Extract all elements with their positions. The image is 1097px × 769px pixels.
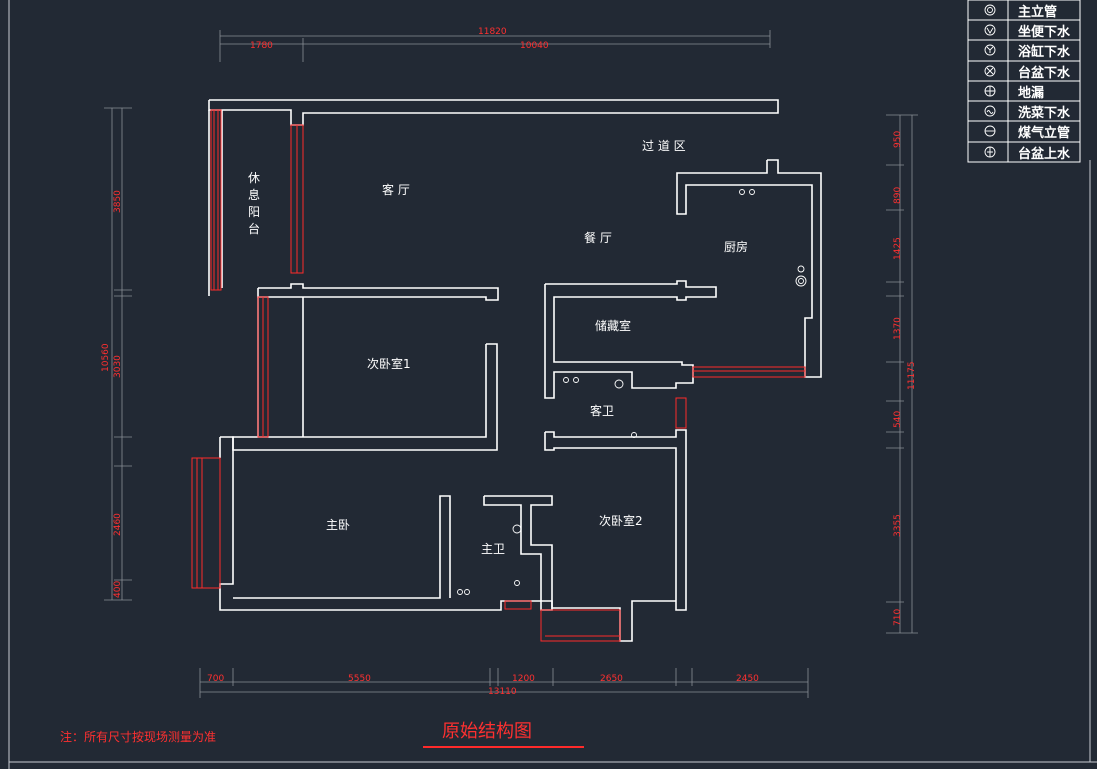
left-dimensions: 3850 3030 2460 400 10560 xyxy=(101,107,132,601)
room-label-master-bath: 主卫 xyxy=(481,542,505,556)
legend-label: 洗菜下水 xyxy=(1018,105,1071,121)
measurement-note: 注：所有尺寸按现场测量为准 xyxy=(60,729,216,744)
dim-left-total: 10560 xyxy=(101,343,111,372)
room-label-storage: 储藏室 xyxy=(595,318,631,333)
dim-top-b: 10040 xyxy=(520,41,549,51)
right-dimensions: 950 890 1425 1370 540 3355 710 11175 xyxy=(886,114,918,634)
y-circle-icon xyxy=(984,44,996,56)
dim-right: 3355 xyxy=(893,514,903,537)
room-label-living: 客 厅 xyxy=(382,182,410,197)
legend-label: 坐便下水 xyxy=(1018,24,1071,40)
room-label-balcony: 阳 xyxy=(248,205,260,219)
dim-bottom: 2650 xyxy=(600,674,623,684)
plus-circle-icon xyxy=(984,85,996,97)
legend-label: 浴缸下水 xyxy=(1018,44,1071,60)
legend-label: 台盆下水 xyxy=(1018,65,1071,81)
floor-drain-icon xyxy=(631,432,637,438)
dim-bottom-total: 13110 xyxy=(488,687,517,697)
room-label-master: 主卧 xyxy=(326,518,350,532)
legend-label: 地漏 xyxy=(1018,85,1044,101)
dim-bottom: 5550 xyxy=(348,674,371,684)
dim-right: 710 xyxy=(893,609,903,626)
legend-label: 主立管 xyxy=(1018,4,1057,20)
room-label-balcony: 休 xyxy=(248,171,260,185)
fixtures xyxy=(457,189,807,595)
dim-left: 400 xyxy=(113,581,123,598)
dim-bottom: 2450 xyxy=(736,674,759,684)
wave-circle-icon xyxy=(984,105,996,117)
floor-drain-icon xyxy=(514,580,520,586)
cross-circle-icon xyxy=(984,146,996,158)
room-label-balcony: 台 xyxy=(248,221,260,236)
room-label-balcony: 息 xyxy=(248,187,260,202)
floor-drain-icon xyxy=(457,589,470,595)
room-labels: 过 道 区 客 厅 休 息 阳 台 餐 厅 厨房 储藏室 次卧室1 客卫 主卧 … xyxy=(248,139,748,556)
dim-right: 540 xyxy=(893,411,903,428)
room-label-guest-bath: 客卫 xyxy=(590,403,614,418)
dim-left: 3030 xyxy=(113,355,123,378)
room-label-corridor: 过 道 区 xyxy=(642,139,686,153)
v-circle-icon xyxy=(984,24,996,36)
room-label-kitchen: 厨房 xyxy=(724,239,748,254)
dim-top-total: 11820 xyxy=(478,27,507,37)
legend-label: 煤气立管 xyxy=(1018,125,1070,141)
dim-bottom: 1200 xyxy=(512,674,535,684)
floor-drain-icon xyxy=(563,377,579,383)
room-label-dining: 餐 厅 xyxy=(584,230,612,245)
double-circle-icon xyxy=(984,4,996,16)
room-label-bedroom1: 次卧室1 xyxy=(367,356,411,371)
sink-drain-icon xyxy=(739,189,755,195)
dim-right-total: 11175 xyxy=(907,361,917,390)
toilet-drain-icon xyxy=(614,379,624,389)
dim-bottom: 700 xyxy=(207,674,224,684)
dim-right: 890 xyxy=(893,187,903,204)
dim-left: 3850 xyxy=(113,190,123,213)
x-circle-icon xyxy=(984,65,996,77)
standpipe-icon xyxy=(795,265,807,287)
top-dimensions: 11820 1780 10040 xyxy=(219,27,771,62)
legend-label: 台盆上水 xyxy=(1018,146,1071,162)
toilet-drain-icon xyxy=(512,524,522,534)
dim-right: 1370 xyxy=(893,317,903,340)
windows xyxy=(191,109,806,642)
legend-table: 主立管 坐便下水 浴缸下水 台盆下水 地漏 洗菜下水 煤气立管 台盆上水 xyxy=(967,0,1081,163)
dim-right: 1425 xyxy=(893,237,903,260)
room-label-bedroom2: 次卧室2 xyxy=(599,513,643,528)
dim-left: 2460 xyxy=(113,513,123,536)
drawing-title: 原始结构图 xyxy=(442,721,532,742)
dim-right: 950 xyxy=(893,131,903,148)
minus-circle-icon xyxy=(984,125,996,137)
bottom-dimensions: 700 5550 1200 2650 2450 13110 xyxy=(199,668,809,698)
dim-top-a: 1780 xyxy=(250,41,273,51)
